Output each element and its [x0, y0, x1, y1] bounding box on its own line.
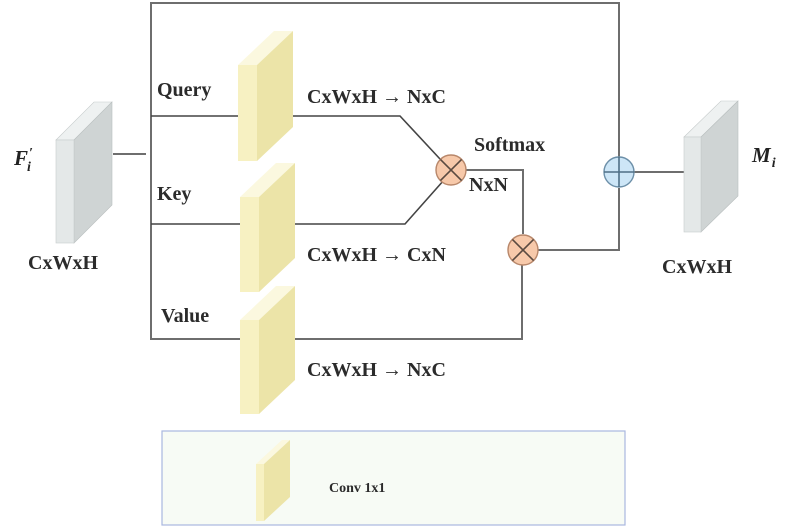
input-feature-symbol: F′i — [13, 146, 33, 175]
key-conv-side — [259, 163, 295, 292]
residual-add-icon — [603, 156, 635, 188]
connection-wires — [113, 2, 684, 340]
softmax-label: Softmax — [474, 134, 545, 156]
key-conv-front — [240, 197, 259, 292]
query-conv-front — [238, 65, 257, 161]
key-label: Key — [157, 183, 191, 205]
value-conv-block — [240, 286, 295, 414]
value-conv-side — [259, 286, 295, 414]
legend-conv-block-icon — [256, 440, 290, 521]
output-feature-block — [683, 100, 739, 233]
input-feature-block — [55, 101, 113, 244]
key-reshape-label: CxWxH → CxN — [307, 244, 446, 266]
value-label: Value — [161, 305, 209, 327]
key-conv-block — [240, 163, 295, 292]
key-conv-top — [240, 163, 295, 197]
query-conv-side — [257, 31, 293, 161]
value-multiply-icon — [507, 234, 539, 266]
softmax-multiply-icon — [435, 154, 467, 186]
attention-shape-label: NxN — [469, 174, 508, 196]
legend-box: Conv 1x1 — [161, 430, 626, 526]
value-wire — [151, 264, 523, 340]
key-wire — [151, 179, 445, 225]
attention-output-wire — [538, 188, 620, 251]
value-reshape-label: CxWxH → NxC — [307, 359, 446, 381]
residual-skip-wire — [150, 2, 620, 340]
query-conv-block — [238, 31, 293, 161]
query-wire — [151, 115, 441, 160]
output-block-front — [683, 136, 702, 233]
input-block-front — [55, 139, 75, 244]
input-shape-label: CxWxH — [28, 252, 98, 274]
output-feature-symbol: Mi — [751, 143, 776, 171]
query-reshape-label: CxWxH → NxC — [307, 86, 446, 108]
output-shape-label: CxWxH — [662, 256, 732, 278]
value-conv-top — [240, 286, 295, 320]
value-conv-front — [240, 320, 259, 414]
softmax-output-wire — [462, 169, 524, 234]
legend-conv-label: Conv 1x1 — [329, 481, 385, 496]
query-conv-top — [238, 31, 293, 65]
query-label: Query — [157, 79, 211, 101]
